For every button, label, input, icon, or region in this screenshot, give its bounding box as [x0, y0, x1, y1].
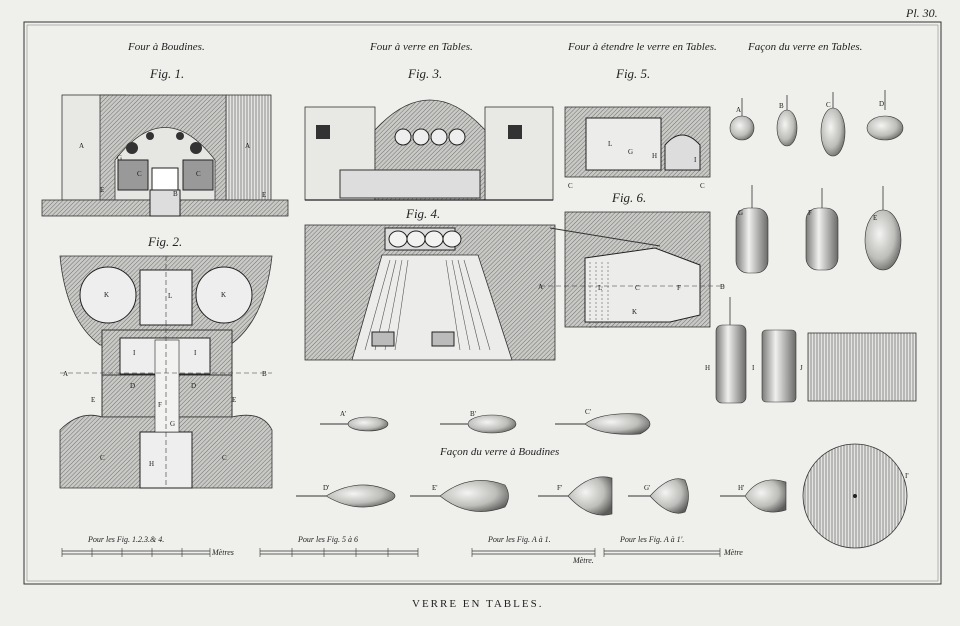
svg-text:B: B: [262, 370, 267, 378]
fig3-drawing: [304, 99, 554, 201]
svg-text:C: C: [222, 454, 227, 462]
svg-text:G': G': [644, 484, 650, 492]
fig4-drawing: [304, 224, 556, 361]
svg-text:C: C: [196, 170, 201, 178]
svg-text:C: C: [100, 454, 105, 462]
fig2-drawing: K K L A B I I D D E E C C H G F: [59, 255, 273, 489]
fig5-label: Fig. 5.: [616, 66, 651, 81]
svg-text:A: A: [63, 370, 68, 378]
section-facon-tables: Façon du verre en Tables.: [748, 41, 863, 53]
scale-unit-1: Mètres: [212, 548, 234, 557]
svg-text:A': A': [340, 410, 346, 418]
svg-text:H: H: [705, 364, 710, 372]
fig5-drawing: L G H I C C: [564, 106, 711, 190]
scale-label-1: Pour les Fig. 1.2.3.& 4.: [88, 535, 165, 544]
svg-text:E: E: [873, 214, 877, 222]
svg-text:F': F': [557, 484, 562, 492]
svg-text:B: B: [173, 190, 178, 198]
svg-text:B: B: [779, 102, 784, 110]
svg-text:B: B: [720, 283, 725, 291]
svg-text:A: A: [245, 142, 250, 150]
svg-text:C: C: [700, 182, 705, 190]
svg-text:E: E: [232, 396, 236, 404]
fig4-label: Fig. 4.: [406, 206, 441, 221]
svg-text:I: I: [694, 156, 697, 164]
svg-text:G: G: [628, 148, 633, 156]
svg-text:G: G: [117, 154, 122, 162]
fig6-drawing: A B L C K F: [538, 211, 725, 330]
svg-text:F: F: [158, 401, 162, 409]
svg-text:H: H: [149, 460, 154, 468]
svg-text:H: H: [652, 152, 657, 160]
svg-text:C: C: [635, 284, 640, 292]
svg-text:G: G: [170, 420, 175, 428]
svg-text:D: D: [191, 382, 196, 390]
svg-text:K: K: [104, 291, 109, 299]
svg-text:C: C: [568, 182, 573, 190]
svg-text:B': B': [470, 410, 476, 418]
svg-text:E: E: [100, 186, 104, 194]
svg-text:L: L: [608, 140, 612, 148]
scale-label-2: Pour les Fig. 5 à 6: [298, 535, 358, 544]
svg-text:D: D: [879, 100, 884, 108]
svg-text:L: L: [168, 292, 172, 300]
svg-text:I: I: [133, 349, 136, 357]
section-four-tables: Four à verre en Tables.: [370, 41, 473, 53]
svg-text:J: J: [800, 364, 803, 372]
scale-bars: [61, 548, 721, 557]
svg-text:D': D': [323, 484, 329, 492]
plate-title: VERRE EN TABLES.: [412, 598, 544, 610]
svg-text:F: F: [677, 284, 681, 292]
svg-text:D: D: [130, 382, 135, 390]
section-etendre: Four à étendre le verre en Tables.: [568, 41, 717, 53]
svg-text:E: E: [91, 396, 95, 404]
plate-number: Pl. 30.: [906, 6, 938, 20]
svg-text:A: A: [538, 283, 543, 291]
glass-shapes-tables: A B C D G F E H I J I': [705, 90, 917, 549]
svg-text:A: A: [736, 106, 741, 114]
svg-text:A: A: [79, 142, 84, 150]
fig6-label: Fig. 6.: [612, 190, 647, 205]
glass-shapes-boudines: A' B' C' D' E' F' G' H': [296, 408, 787, 516]
fig3-label: Fig. 3.: [408, 66, 443, 81]
svg-text:K: K: [632, 308, 637, 316]
svg-text:E': E': [432, 484, 438, 492]
plate-border-inner: [26, 24, 939, 582]
svg-text:C': C': [585, 408, 591, 416]
fig1-drawing: A A G C C B E E: [41, 94, 289, 217]
svg-text:K: K: [221, 291, 226, 299]
section-boudines: Four à Boudines.: [128, 41, 205, 53]
fig1-label: Fig. 1.: [150, 66, 185, 81]
svg-text:C: C: [137, 170, 142, 178]
section-facon-boudines: Façon du verre à Boudines: [440, 446, 560, 458]
scale-unit-2: Mètre.: [573, 556, 594, 565]
svg-text:F: F: [808, 209, 812, 217]
scale-label-3: Pour les Fig. A à 1.: [488, 535, 551, 544]
svg-text:I: I: [752, 364, 755, 372]
scale-unit-3: Mètre: [724, 548, 743, 557]
svg-text:G: G: [738, 209, 743, 217]
fig2-label: Fig. 2.: [148, 234, 183, 249]
svg-text:H': H': [738, 484, 744, 492]
svg-text:L: L: [598, 284, 602, 292]
svg-text:C: C: [826, 101, 831, 109]
svg-text:I': I': [905, 472, 909, 480]
svg-text:I: I: [194, 349, 197, 357]
scale-label-4: Pour les Fig. A à 1'.: [620, 535, 685, 544]
plate-border: [23, 21, 942, 585]
svg-text:E: E: [262, 191, 266, 199]
